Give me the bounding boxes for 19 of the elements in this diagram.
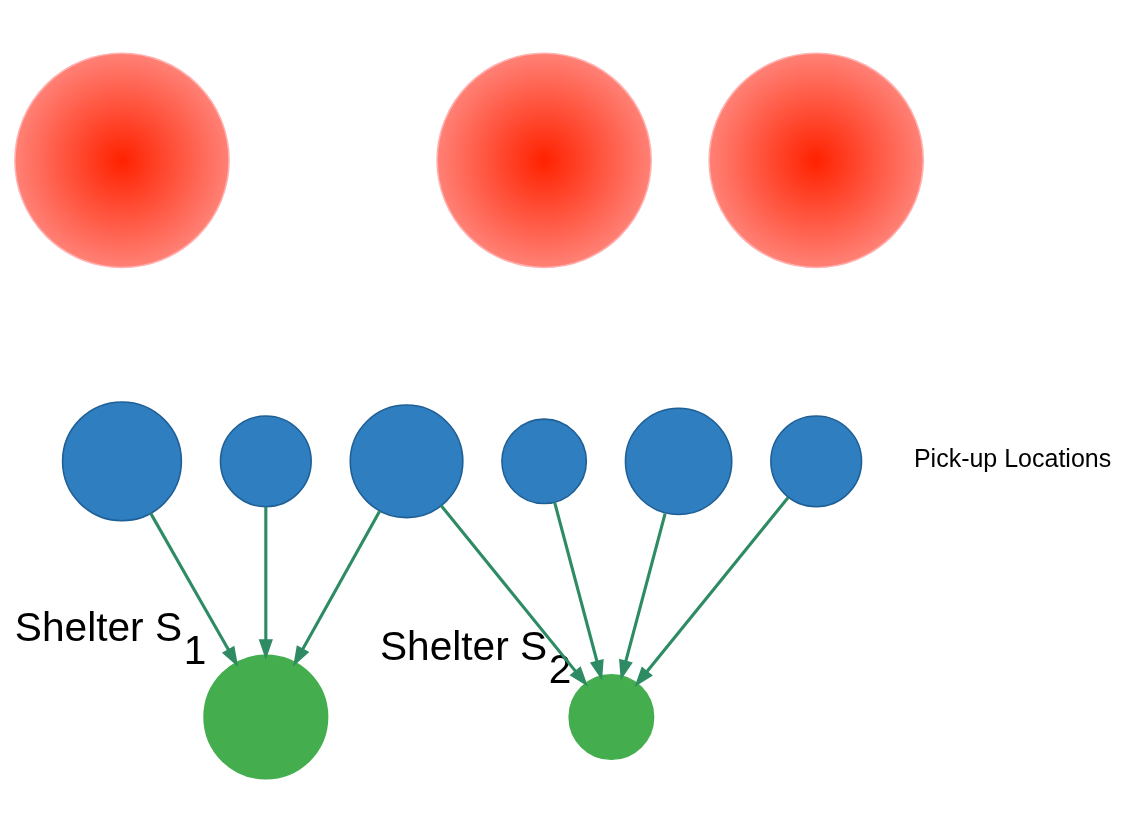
node-circle	[203, 653, 329, 780]
arrow	[440, 504, 588, 686]
arrow	[293, 509, 382, 666]
node-circle	[219, 414, 312, 507]
node-circle	[501, 417, 588, 504]
node-circle	[770, 414, 863, 507]
arrow	[553, 501, 604, 680]
node-circle	[14, 51, 230, 268]
arrow	[619, 512, 667, 680]
arrow	[149, 512, 239, 667]
label: Pick-up Locations	[913, 443, 1112, 472]
node-circle	[624, 406, 733, 515]
arrow	[634, 496, 790, 687]
node-circle	[568, 673, 655, 760]
node-circle	[708, 51, 925, 268]
arrow	[258, 506, 273, 660]
node-circle	[349, 403, 464, 518]
node-circle	[436, 51, 652, 268]
node-circle	[61, 400, 183, 522]
